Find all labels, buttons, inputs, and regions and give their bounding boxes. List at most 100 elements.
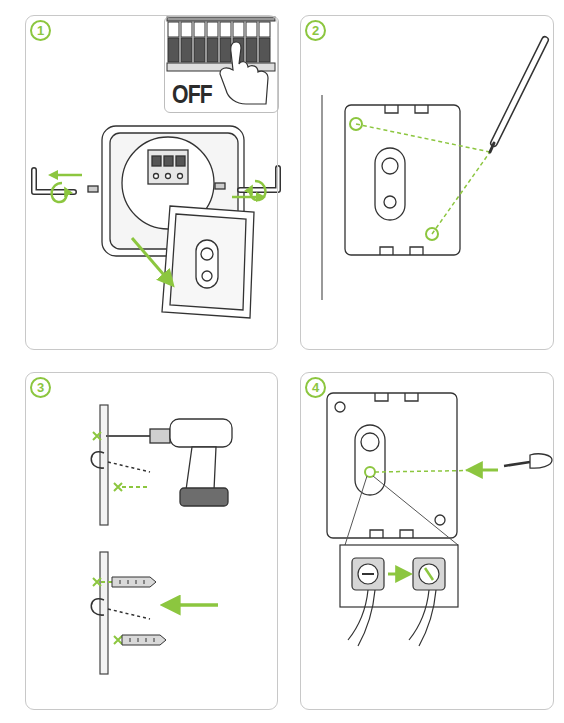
step-panel: 4 [300,372,554,710]
hex-key [34,168,278,192]
screwdriver [504,462,530,466]
thermostat-back [154,174,159,179]
front-plate [202,271,212,281]
detail-box [409,590,436,646]
detail-box [388,573,406,576]
terminal-block [194,22,205,37]
wall-plug [112,577,156,587]
front-plate [162,206,254,318]
terminal-block [220,22,231,37]
drill [150,429,170,443]
rotation-arrow [232,196,262,199]
detail-box [348,590,375,646]
wire [91,452,104,468]
drill [106,435,150,437]
drill-mark [93,432,150,644]
detail-box [413,558,445,590]
pencil [490,40,545,152]
mounting-plate [375,148,405,220]
terminal-block [168,38,179,62]
mounting-plate [335,402,345,412]
terminal-block [246,22,257,37]
detail-box [340,545,458,607]
wall-plug [130,638,154,642]
terminal-block [246,38,257,62]
drill [170,419,232,447]
mounting-plate [382,158,398,174]
wire [108,609,150,619]
terminal-block [207,38,218,62]
mounting-plate [365,467,375,477]
detail-box [425,568,433,580]
detail-box [340,545,458,646]
front-plate [201,248,213,260]
mounting-plate [380,247,423,255]
wall-line [322,95,323,300]
detail-box [358,564,378,584]
front-plate [196,240,218,288]
terminal-block [181,22,192,37]
thermostat-back [152,156,161,166]
mounting-plate [327,393,457,538]
thermostat-back [164,156,173,166]
wire [91,599,104,615]
mounting-plate [435,515,445,525]
terminal-block [207,22,218,37]
pencil [494,40,545,143]
wall-section [100,405,108,674]
mounting-plate [385,105,428,113]
wall-line [321,95,322,300]
terminal-block [220,38,231,62]
mounting-plate [361,433,379,451]
step-panel: 1OFF [25,15,278,350]
drill-mark [114,636,122,644]
terminal-block [259,38,270,62]
guide-line [375,470,500,472]
step-panel: 2 [300,15,554,350]
detail-box [362,573,374,575]
thermostat-back [166,174,171,179]
drill [106,419,232,506]
wire [108,462,150,472]
mounting-plate [345,105,460,255]
drill-mark [93,578,101,586]
terminal-block [233,22,244,37]
rotation-arrow [52,183,67,202]
terminal-block [167,17,275,71]
rotation-arrow [52,175,266,202]
drill-mark [93,432,101,440]
wall-section [100,405,108,525]
thermostat-back [148,150,188,184]
insert-arrow [168,603,218,607]
terminal-block [181,38,192,62]
drill [186,447,216,490]
drill [180,488,228,506]
drill-mark [114,483,122,491]
pencil [490,143,494,152]
wall-plug [120,580,144,584]
front-plate [162,206,254,318]
inset-box: OFF [164,16,279,113]
marking-line [356,124,490,234]
thermostat-back [178,174,183,179]
hand [220,42,268,104]
marking-line [432,152,490,234]
mounting-plate [384,196,396,208]
hex-key [240,168,278,190]
thermostat-back [176,156,185,166]
move-arrow [132,238,170,282]
mounting-plate [375,393,418,401]
screwdriver [504,454,552,468]
terminal-block [194,38,205,62]
move-arrow [132,238,170,282]
screwdriver [530,454,552,468]
wall-plug [112,577,166,645]
terminal-block [168,22,179,37]
hand [220,42,268,104]
mounting-plate [345,105,460,255]
terminal-block [167,17,275,21]
marking-line [356,124,490,152]
